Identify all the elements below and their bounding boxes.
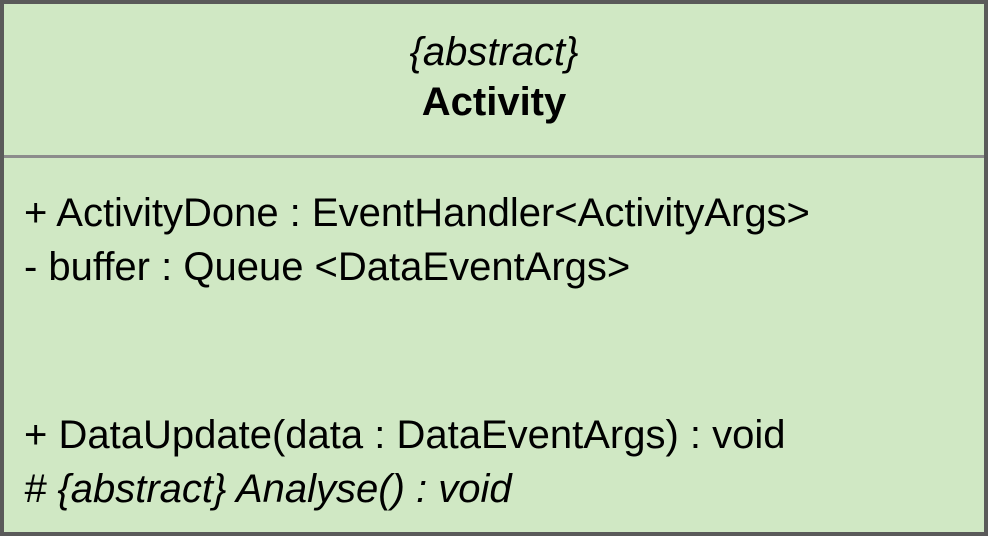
operation-data-update: + DataUpdate(data : DataEventArgs) : voi… [24,413,786,457]
class-header: {abstract} Activity [4,4,984,154]
attribute-buffer: - buffer : Queue <DataEventArgs> [24,245,631,289]
attribute-activity-done: + ActivityDone : EventHandler<ActivityAr… [24,191,810,235]
class-name: Activity [421,80,567,124]
operation-analyse: # {abstract} Analyse() : void [24,467,512,511]
class-stereotype: {abstract} [409,30,579,74]
compartment-divider [4,155,984,158]
